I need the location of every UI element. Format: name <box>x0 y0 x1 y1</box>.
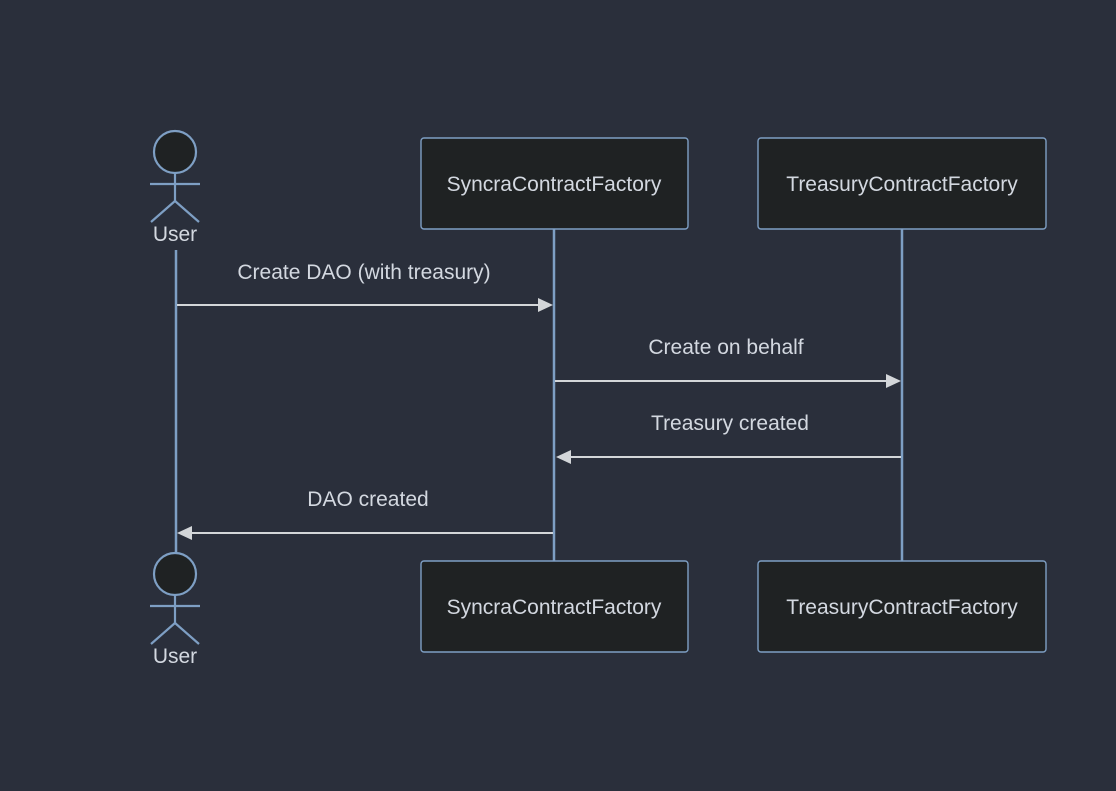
message-label: DAO created <box>307 488 428 511</box>
arrow-right-icon <box>886 374 901 388</box>
message-label: Create on behalf <box>648 336 803 359</box>
user-actor-bottom: User <box>150 551 200 668</box>
arrow-right-icon <box>538 298 553 312</box>
message-label: Create DAO (with treasury) <box>237 261 490 284</box>
treasury-box-bottom: TreasuryContractFactory <box>757 560 1047 653</box>
treasury-label-bottom: TreasuryContractFactory <box>786 596 1018 619</box>
message-create-on-behalf: Create on behalf <box>555 336 901 388</box>
arrow-left-icon <box>556 450 571 464</box>
treasury-box-top: TreasuryContractFactory <box>757 137 1047 230</box>
actor-right-leg <box>174 200 200 223</box>
message-label: Treasury created <box>651 412 809 435</box>
syncra-box-top: SyncraContractFactory <box>420 137 689 230</box>
syncra-label-top: SyncraContractFactory <box>447 173 662 196</box>
participant-box <box>757 137 1047 230</box>
participant-box <box>420 137 689 230</box>
syncra-label-bottom: SyncraContractFactory <box>447 596 662 619</box>
syncra-box-bottom: SyncraContractFactory <box>420 560 689 653</box>
user-label-bottom: User <box>153 645 197 668</box>
actor-left-leg <box>150 200 176 223</box>
treasury-label-top: TreasuryContractFactory <box>786 173 1018 196</box>
message-treasury-created: Treasury created <box>556 412 901 464</box>
actor-left-leg <box>150 622 176 645</box>
participant-box <box>757 560 1047 653</box>
participant-box <box>420 560 689 653</box>
user-label-top: User <box>153 223 197 246</box>
actor-head-icon <box>152 129 198 175</box>
arrow-left-icon <box>177 526 192 540</box>
actor-head-icon <box>152 551 198 597</box>
message-dao-created: DAO created <box>177 488 553 540</box>
user-actor-top: User <box>150 129 200 246</box>
actor-right-leg <box>174 622 200 645</box>
message-create-dao: Create DAO (with treasury) <box>177 261 553 312</box>
